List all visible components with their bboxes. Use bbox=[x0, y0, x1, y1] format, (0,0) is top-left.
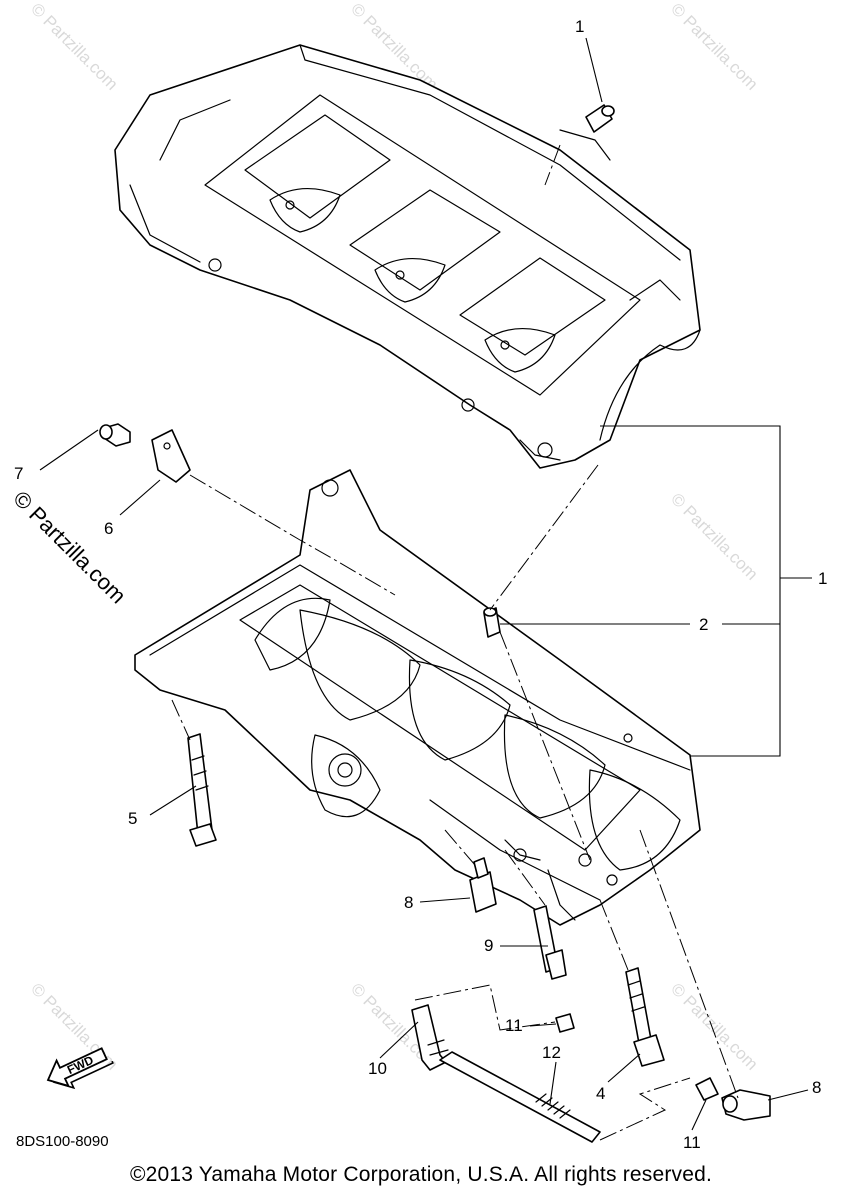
callout-2: 2 bbox=[699, 615, 708, 634]
diagram-code: 8DS100-8090 bbox=[16, 1133, 109, 1150]
part-6-bracket bbox=[151, 429, 191, 483]
leader-lines bbox=[39, 37, 812, 1131]
callout-6: 6 bbox=[104, 519, 113, 538]
watermark: © Partzilla.com bbox=[667, 489, 761, 583]
callout-11: 11 bbox=[505, 1016, 523, 1035]
watermark-prominent: © Partzilla.com bbox=[8, 486, 131, 609]
lower-crankcase bbox=[134, 469, 701, 926]
part-8-elbow bbox=[721, 1089, 771, 1121]
callout-8b: 8 bbox=[812, 1078, 821, 1097]
watermark: © Partzilla.com bbox=[27, 0, 121, 94]
callout-12: 12 bbox=[542, 1043, 561, 1062]
callout-3: 1 bbox=[575, 17, 584, 36]
part-8-fitting bbox=[469, 857, 497, 913]
callout-9: 9 bbox=[484, 936, 493, 955]
callout-8: 8 bbox=[404, 893, 413, 912]
part-4-bolt bbox=[625, 967, 665, 1067]
watermark: © Partzilla.com bbox=[667, 979, 761, 1073]
part-7-bolt bbox=[99, 423, 131, 447]
callout-10: 10 bbox=[368, 1059, 387, 1078]
part-11-cap bbox=[555, 1013, 575, 1033]
copyright-notice: ©2013 Yamaha Motor Corporation, U.S.A. A… bbox=[129, 1163, 713, 1186]
part-12-pipe bbox=[439, 1051, 601, 1143]
part-3-dowel-pin bbox=[585, 104, 615, 133]
callout-1: 1 bbox=[818, 569, 827, 588]
callout-5: 5 bbox=[128, 809, 137, 828]
upper-crankcase bbox=[114, 44, 701, 469]
callout-7: 7 bbox=[14, 464, 23, 483]
part-5-bolt bbox=[187, 733, 217, 847]
alignment-lines bbox=[171, 144, 739, 1141]
callout-labels: 1 7 6 1 2 5 8 9 11 10 12 4 11 8 bbox=[14, 17, 827, 1152]
watermark: © Partzilla.com bbox=[667, 0, 761, 94]
part-9-joint bbox=[533, 905, 567, 980]
part-11-cap-lower bbox=[695, 1077, 719, 1101]
callout-4: 4 bbox=[596, 1084, 605, 1103]
callout-11b: 11 bbox=[683, 1133, 701, 1152]
